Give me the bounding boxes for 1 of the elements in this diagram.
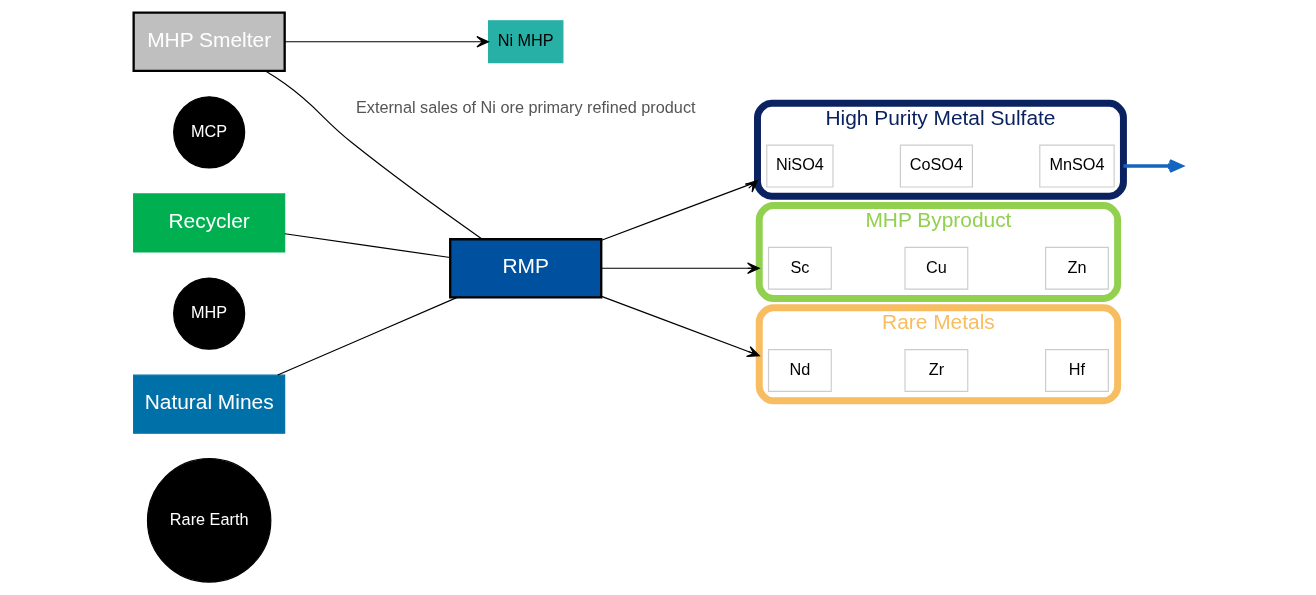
node-label: External sales of Ni ore primary refined product xyxy=(355,98,696,117)
